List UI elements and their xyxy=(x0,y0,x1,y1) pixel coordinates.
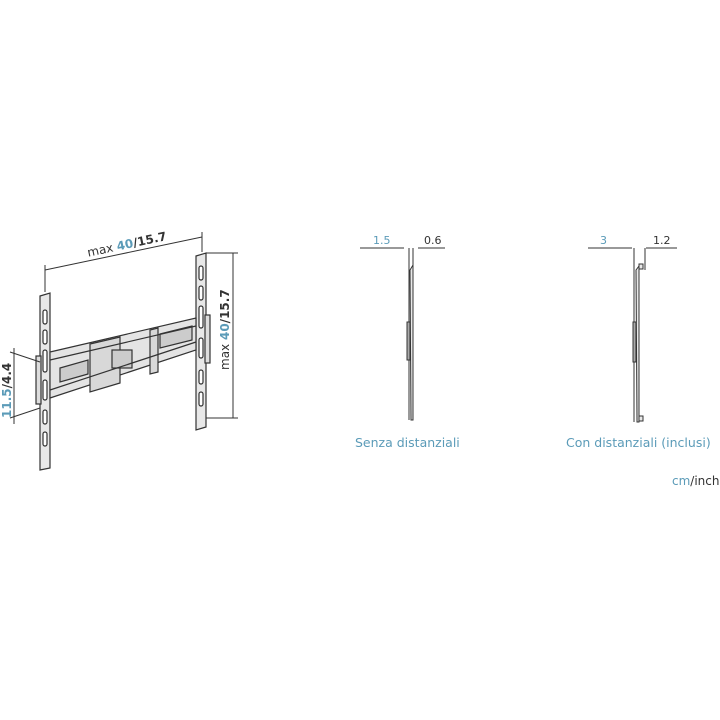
prefix: max xyxy=(218,343,232,370)
caption-without-spacers: Senza distanziali xyxy=(355,435,460,450)
offset-dimension-label: 11.5/4.4 xyxy=(0,363,14,418)
width-dimension-line xyxy=(44,232,203,292)
unit-inch: /inch xyxy=(690,474,720,488)
inch-value: /4.4 xyxy=(0,362,14,389)
height-dimension-line xyxy=(206,252,238,419)
side-view-with-spacers xyxy=(588,247,677,423)
depth-right-value: 1.2 xyxy=(653,234,671,247)
depth-right-value: 0.6 xyxy=(424,234,442,247)
units-label: cm/inch xyxy=(672,474,719,488)
side-view-without-spacers xyxy=(360,247,445,421)
height-dimension-label: max 40/15.7 xyxy=(218,289,232,370)
cm-value: 40 xyxy=(218,323,232,341)
horizontal-bracket xyxy=(49,317,197,399)
depth-left-value: 3 xyxy=(600,234,607,247)
cm-value: 11.5 xyxy=(0,388,14,418)
inch-value: /15.7 xyxy=(218,289,232,324)
caption-with-spacers: Con distanziali (inclusi) xyxy=(566,435,711,450)
depth-left-value: 1.5 xyxy=(373,234,391,247)
right-rail xyxy=(195,252,211,431)
offset-dimension-line xyxy=(9,348,41,424)
unit-cm: cm xyxy=(672,474,691,488)
left-rail xyxy=(35,292,51,471)
